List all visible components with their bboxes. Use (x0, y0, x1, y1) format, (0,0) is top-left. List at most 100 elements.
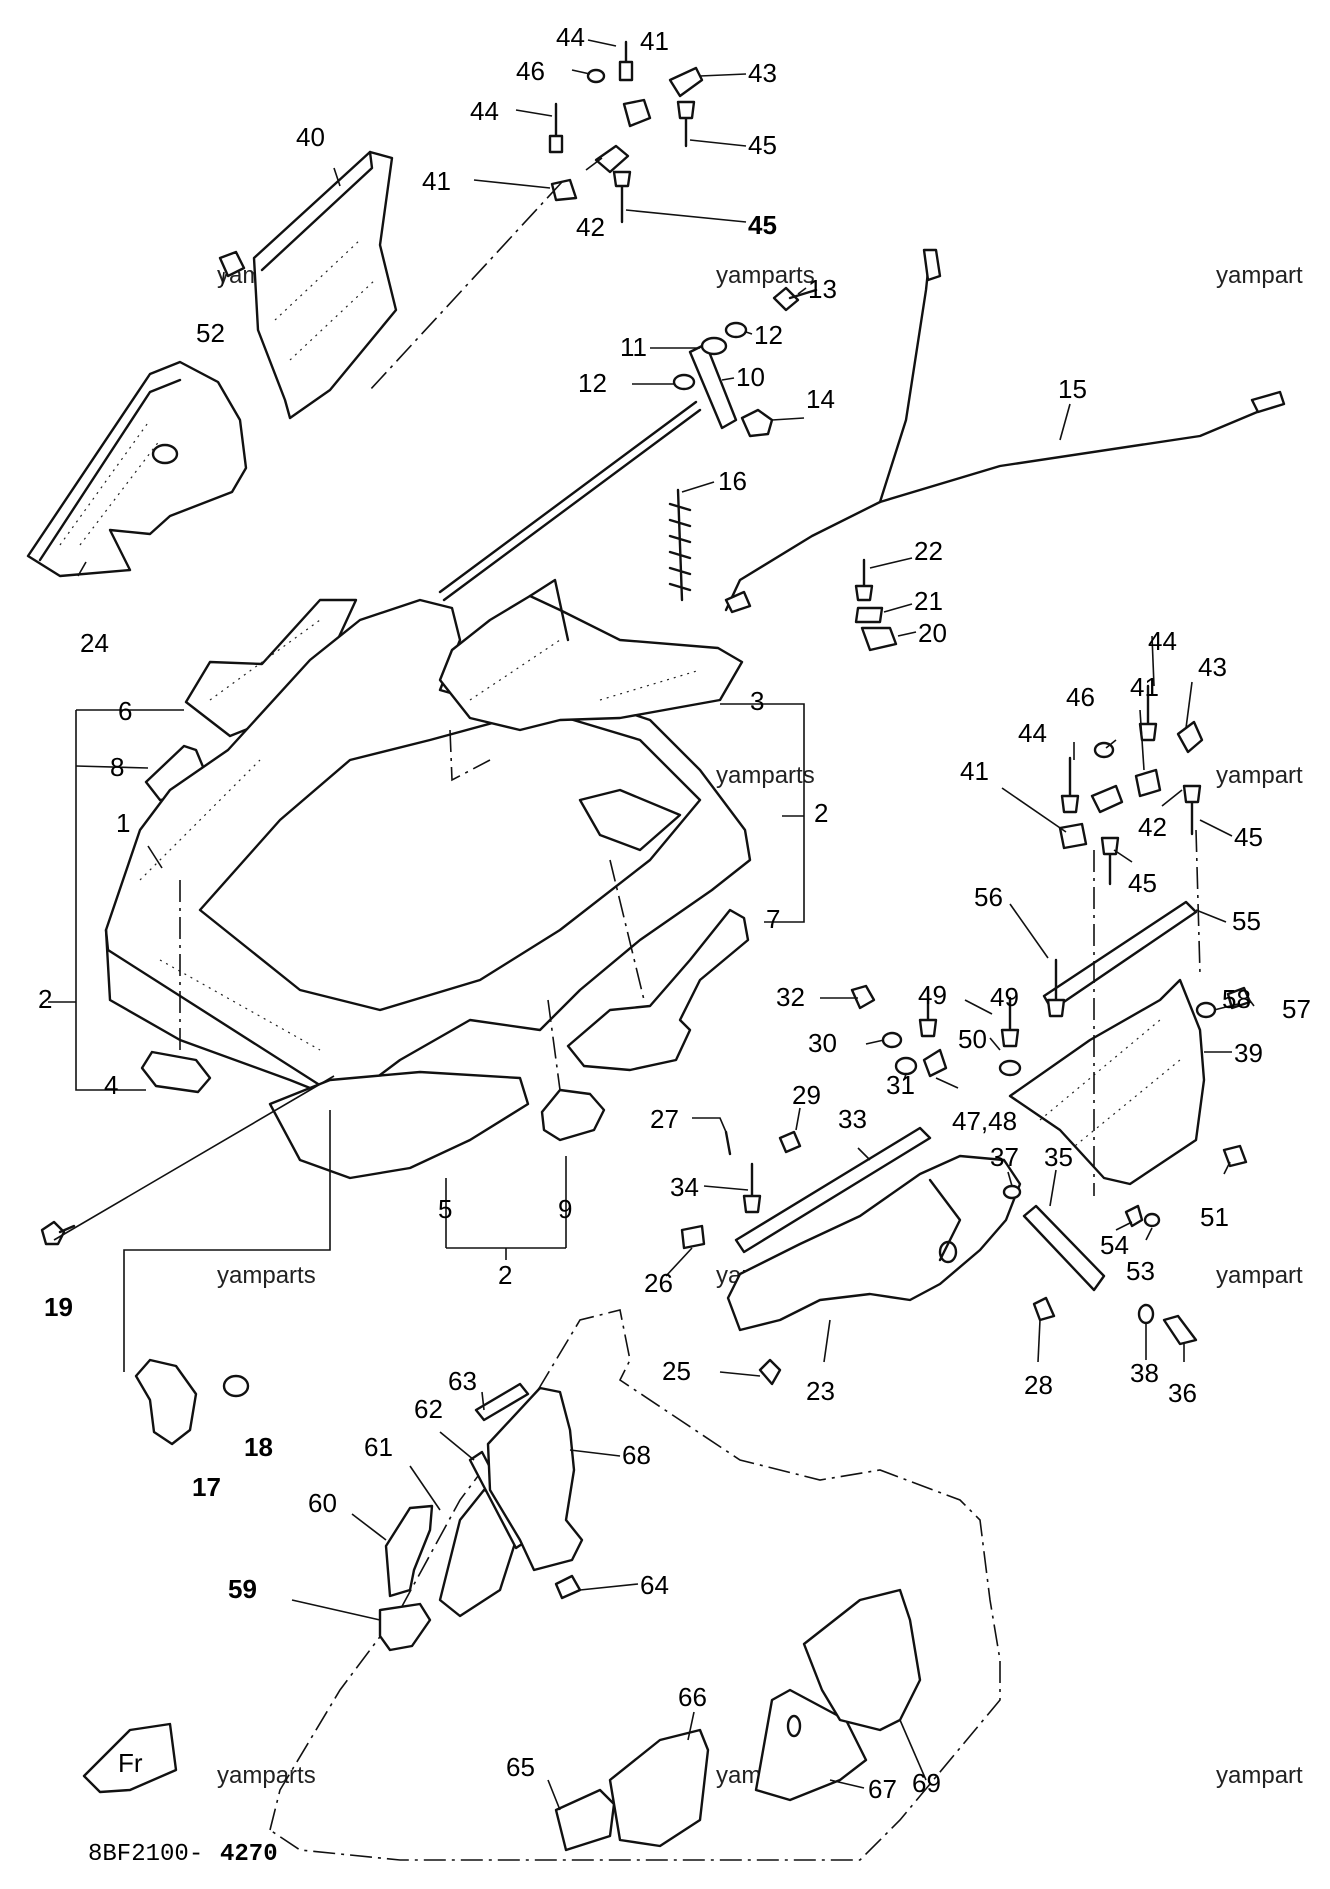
watermark: yamparts (217, 1762, 316, 1789)
part-13-bolt (772, 286, 818, 312)
front-tag: Fr (118, 1748, 143, 1778)
part-33-strip (734, 1126, 932, 1254)
callout-label: 45 (748, 130, 777, 160)
part-14-nut (740, 408, 774, 438)
callout-label: 36 (1168, 1378, 1197, 1408)
callout-label: 26 (644, 1268, 673, 1298)
callout-label: 8 (110, 752, 124, 782)
part-12-washer (672, 321, 748, 391)
callout-label: 16 (718, 466, 747, 496)
callout-label: 52 (196, 318, 225, 348)
callout-label: 69 (912, 1768, 941, 1798)
lower-right-fasteners (680, 984, 1248, 1386)
callout-label: 40 (296, 122, 325, 152)
part-15-cable (724, 248, 1286, 614)
part-6-pad (184, 598, 358, 738)
part-59-pad (378, 1602, 432, 1652)
part-63-strip (474, 1382, 530, 1422)
callout-label: 25 (662, 1356, 691, 1386)
callout-label: 56 (974, 882, 1003, 912)
part-60-pad (384, 1504, 434, 1598)
callout-label: 62 (414, 1394, 443, 1424)
callout-label: 49 (918, 980, 947, 1010)
callout-label: 50 (958, 1024, 987, 1054)
watermark: yamparts (217, 1262, 316, 1289)
callout-label: 57 (1282, 994, 1311, 1024)
callout-label: 2 (38, 984, 52, 1014)
part-10-link (438, 342, 738, 602)
callout-label: 9 (558, 1194, 572, 1224)
part-69-pad (802, 1588, 922, 1732)
callout-label: 34 (670, 1172, 699, 1202)
callout-label: 46 (516, 56, 545, 86)
part-9-grommet (540, 1088, 606, 1142)
callout-label: 23 (806, 1376, 835, 1406)
callout-label: 45 (1234, 822, 1263, 852)
callout-label: 2 (814, 798, 828, 828)
part-4-pad (140, 1050, 212, 1094)
watermark: yamparts (716, 762, 815, 789)
front-arrow-icon: Fr (82, 1722, 178, 1794)
callout-label: 22 (914, 536, 943, 566)
watermark: yamparts (716, 262, 815, 289)
callout-label: 35 (1044, 1142, 1073, 1172)
watermark: yampart (1216, 762, 1303, 789)
part-23-inner-panel (726, 1154, 1022, 1332)
watermark: yampart (1216, 262, 1303, 289)
callout-label: 47,48 (952, 1106, 1017, 1136)
watermark: yampart (1216, 1762, 1303, 1789)
part-19-screw (40, 1220, 76, 1246)
part-20-grommet (860, 626, 898, 652)
callout-label: 64 (640, 1570, 669, 1600)
callout-label: 49 (990, 982, 1019, 1012)
callout-label: 44 (1148, 626, 1177, 656)
callout-label: 30 (808, 1028, 837, 1058)
assembly-lines (179, 157, 1201, 1196)
callout-label: 37 (990, 1142, 1019, 1172)
callout-label: 17 (192, 1472, 221, 1502)
callout-label: 32 (776, 982, 805, 1012)
callout-label: 45 (1128, 868, 1157, 898)
callout-label: 20 (918, 618, 947, 648)
callout-label: 1 (116, 808, 130, 838)
callout-label: 27 (650, 1104, 679, 1134)
callout-label: 12 (754, 320, 783, 350)
callout-label: 2 (498, 1260, 512, 1290)
diagram-code: 8BF2100- 4270 (88, 1841, 278, 1868)
callout-label: 67 (868, 1774, 897, 1804)
part-56-screw (1046, 958, 1066, 1018)
callout-label: 41 (1130, 672, 1159, 702)
callout-label: 11 (620, 332, 647, 362)
callout-label: 53 (1126, 1256, 1155, 1286)
part-35-strip (1022, 1204, 1106, 1292)
part-21-clip (854, 606, 884, 624)
callout-labels: 44 41 46 43 44 45 40 41 42 45 52 13 11 1… (38, 22, 1311, 1804)
callout-label: 33 (838, 1104, 867, 1134)
diagram-code-suffix: 4270 (220, 1841, 278, 1868)
callout-label: 61 (364, 1432, 393, 1462)
callout-label: 41 (960, 756, 989, 786)
callout-label: 66 (678, 1682, 707, 1712)
callout-label: 5 (438, 1194, 452, 1224)
callout-label: 31 (886, 1070, 915, 1100)
callout-label: 59 (228, 1574, 257, 1604)
part-24-cowl (26, 360, 248, 578)
callout-label: 42 (1138, 812, 1167, 842)
callout-label: 13 (808, 274, 837, 304)
callout-label: 63 (448, 1366, 477, 1396)
part-17-bracket (134, 1358, 198, 1446)
right-fastener-cluster (1058, 684, 1204, 886)
part-16-spring (668, 488, 692, 602)
watermark: yampart (1216, 1262, 1303, 1289)
part-18-nut (222, 1374, 250, 1398)
callout-label: 41 (422, 166, 451, 196)
callout-label: 39 (1234, 1038, 1263, 1068)
leader-lines (48, 39, 1255, 1811)
callout-label: 43 (1198, 652, 1227, 682)
callout-label: 68 (622, 1440, 651, 1470)
callout-label: 58 (1222, 984, 1251, 1014)
callout-label: 38 (1130, 1358, 1159, 1388)
callout-label: 7 (766, 904, 780, 934)
callout-label: 24 (80, 628, 109, 658)
